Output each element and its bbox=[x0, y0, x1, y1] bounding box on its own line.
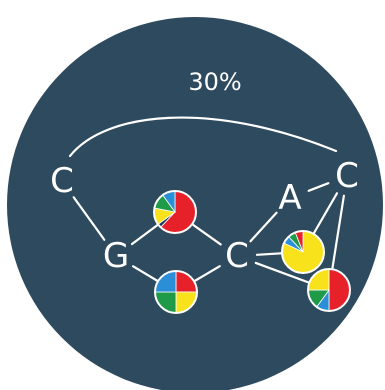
arc-percentage-label: 30% bbox=[188, 68, 241, 96]
edge-c_left-g bbox=[72, 196, 106, 241]
node-c-right: C bbox=[335, 156, 359, 196]
pie-outline bbox=[153, 190, 197, 234]
pie-bottom-chart bbox=[154, 270, 198, 314]
pie-outline bbox=[281, 230, 325, 274]
node-a: A bbox=[278, 178, 301, 218]
pie-top-chart bbox=[153, 190, 197, 234]
edge-a-c_right bbox=[307, 182, 330, 192]
pie-yellow-chart bbox=[281, 230, 325, 274]
pie-right-chart bbox=[307, 268, 351, 312]
node-c-left: C bbox=[50, 161, 74, 201]
pies-layer bbox=[153, 190, 351, 314]
top-arc bbox=[68, 116, 338, 158]
pie-outline bbox=[307, 268, 351, 312]
pie-outline bbox=[154, 270, 198, 314]
node-g: G bbox=[103, 236, 129, 276]
edge-c_mid-a bbox=[249, 211, 278, 243]
node-c-mid: C bbox=[225, 236, 249, 276]
